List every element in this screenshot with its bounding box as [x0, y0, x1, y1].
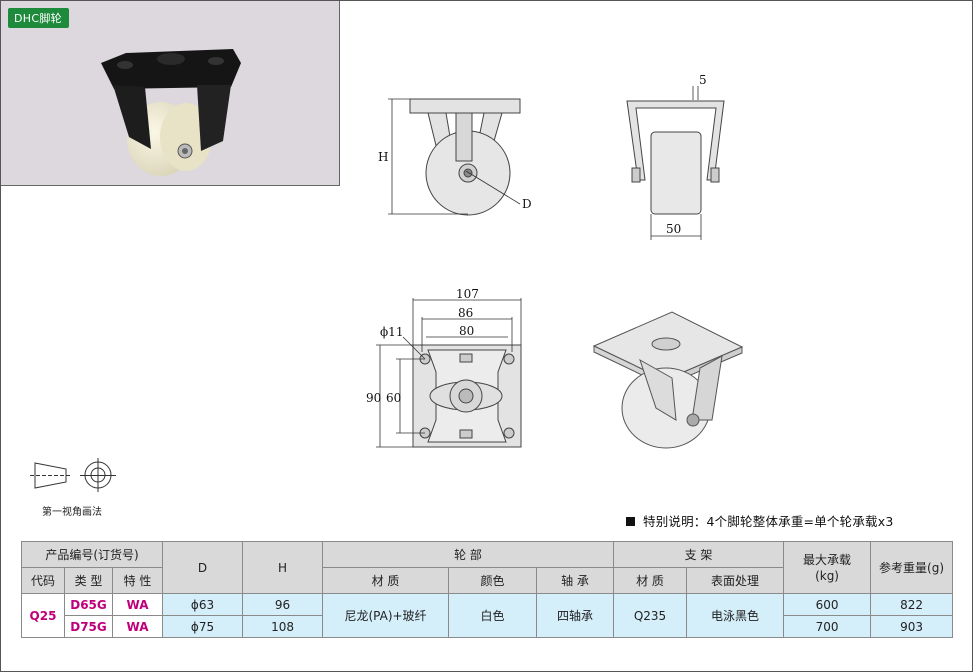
cell-weight: 822	[870, 593, 954, 616]
cell-d: ϕ75	[162, 615, 244, 638]
cell-bracket-material: Q235	[613, 593, 688, 638]
dim-80-label: 80	[459, 324, 474, 338]
load-note-text: 特别说明：4个脚轮整体承重=单个轮承载x3	[643, 514, 894, 529]
dim-5-label: 5	[699, 73, 707, 87]
th-bracket: 支 架	[613, 541, 785, 568]
th-d: D	[162, 541, 244, 594]
product-tag: DHC脚轮	[8, 8, 69, 28]
product-photo-panel: DHC脚轮	[1, 1, 340, 186]
cell-h: 108	[242, 615, 324, 638]
cell-code: Q25	[21, 593, 65, 638]
cell-type: D65G	[64, 593, 113, 616]
dim-h-label: H	[378, 150, 388, 164]
dim-50-label: 50	[666, 222, 681, 236]
th-material: 材 质	[322, 567, 450, 594]
dim-107-label: 107	[456, 287, 479, 301]
cell-type: D75G	[64, 615, 113, 638]
th-code: 代码	[21, 567, 65, 594]
side-view-drawing	[409, 98, 521, 216]
table-row: Q25 D65G WA ϕ63 96 尼龙(PA)+玻纤 白色 四轴承 Q235…	[21, 593, 954, 638]
caster-photo	[101, 49, 241, 176]
th-type: 类 型	[64, 567, 113, 594]
dim-60-label: 60	[386, 391, 401, 405]
dim-86-label: 86	[458, 306, 473, 320]
cell-max-load: 600	[783, 593, 872, 616]
cell-feature: WA	[111, 615, 164, 638]
cell-feature: WA	[111, 593, 164, 616]
cell-h: 96	[242, 593, 324, 616]
cell-surface: 电泳黑色	[686, 593, 785, 638]
cell-wheel-material: 尼龙(PA)+玻纤	[322, 593, 450, 638]
cell-max-load: 700	[783, 615, 872, 638]
bullet-square-icon	[626, 517, 635, 526]
th-surface: 表面处理	[686, 567, 785, 594]
th-bearing: 轴 承	[536, 567, 615, 594]
th-h: H	[242, 541, 324, 594]
plan-view-drawing	[412, 344, 522, 448]
cell-weight: 903	[870, 615, 954, 638]
spec-table: 产品编号(订货号) D H 轮 部 支 架 最大承载 (kg) 参考重量(g) …	[20, 541, 954, 638]
isometric-drawing	[592, 311, 744, 449]
th-feature: 特 性	[111, 567, 164, 594]
cell-bearing: 四轴承	[536, 593, 615, 638]
cell-d: ϕ63	[162, 593, 244, 616]
table-row: D75G WA ϕ75 108 700 903	[22, 615, 954, 638]
projection-symbol	[30, 458, 116, 492]
technical-drawings: H D 5 50	[30, 73, 744, 492]
projection-label: 第一视角画法	[42, 507, 102, 518]
dim-90-label: 90	[366, 391, 381, 405]
th-wheel: 轮 部	[322, 541, 615, 568]
cell-wheel-color: 白色	[448, 593, 538, 638]
th-max-load: 最大承载 (kg)	[783, 541, 872, 594]
th-bracket-material: 材 质	[613, 567, 688, 594]
th-color: 颜色	[448, 567, 538, 594]
dim-phi11-label: ϕ11	[380, 325, 403, 339]
th-ref-weight: 参考重量(g)	[870, 541, 954, 594]
load-note: 特别说明：4个脚轮整体承重=单个轮承载x3	[626, 511, 893, 530]
dim-d-label: D	[522, 197, 532, 211]
th-product-no: 产品编号(订货号)	[20, 541, 164, 568]
front-view-drawing	[626, 100, 725, 215]
